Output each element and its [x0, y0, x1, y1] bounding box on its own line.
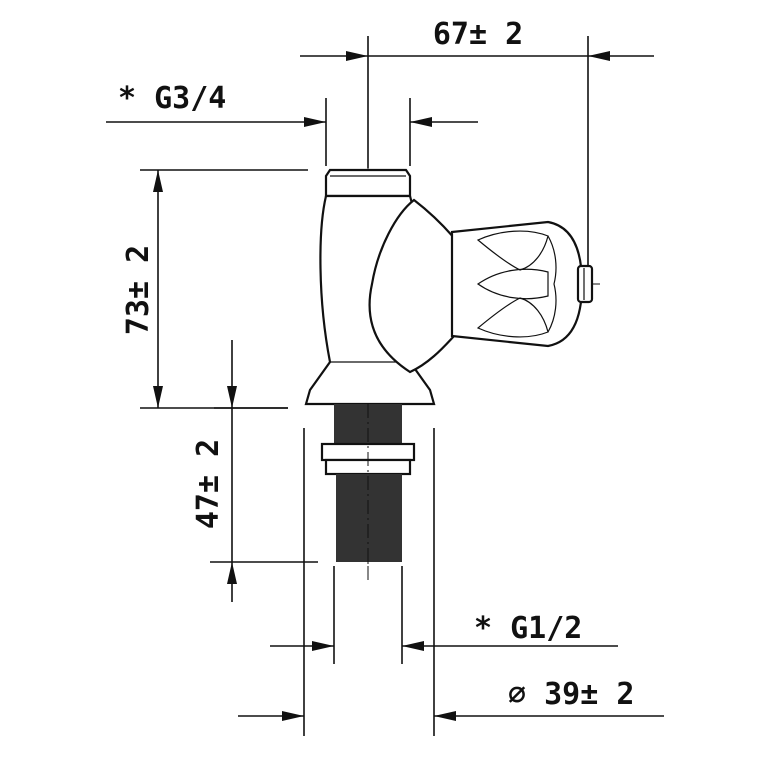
handle-cap [576, 264, 594, 304]
faucet-body [304, 168, 458, 406]
handle [450, 220, 594, 348]
dim-outlet-thread: * G1/2 [270, 566, 618, 664]
dim-height-shank: 47± 2 [191, 340, 318, 602]
dim-width-total: 67± 2 [300, 17, 654, 266]
dim-width-total-label: 67± 2 [433, 17, 523, 52]
dim-base-diameter: ∅ 39± 2 [238, 428, 664, 736]
threaded-shank [320, 404, 416, 580]
dim-inlet-thread: * G3/4 [106, 81, 478, 166]
dim-height-body: 73± 2 [121, 169, 308, 409]
dim-height-shank-label: 47± 2 [191, 439, 226, 529]
dim-base-diameter-label: ∅ 39± 2 [508, 677, 634, 712]
handle-knob [450, 220, 584, 348]
dim-height-body-label: 73± 2 [121, 245, 156, 335]
dim-outlet-thread-label: * G1/2 [474, 611, 582, 646]
dim-inlet-thread-label: * G3/4 [118, 81, 226, 116]
inlet-nut [324, 168, 412, 198]
